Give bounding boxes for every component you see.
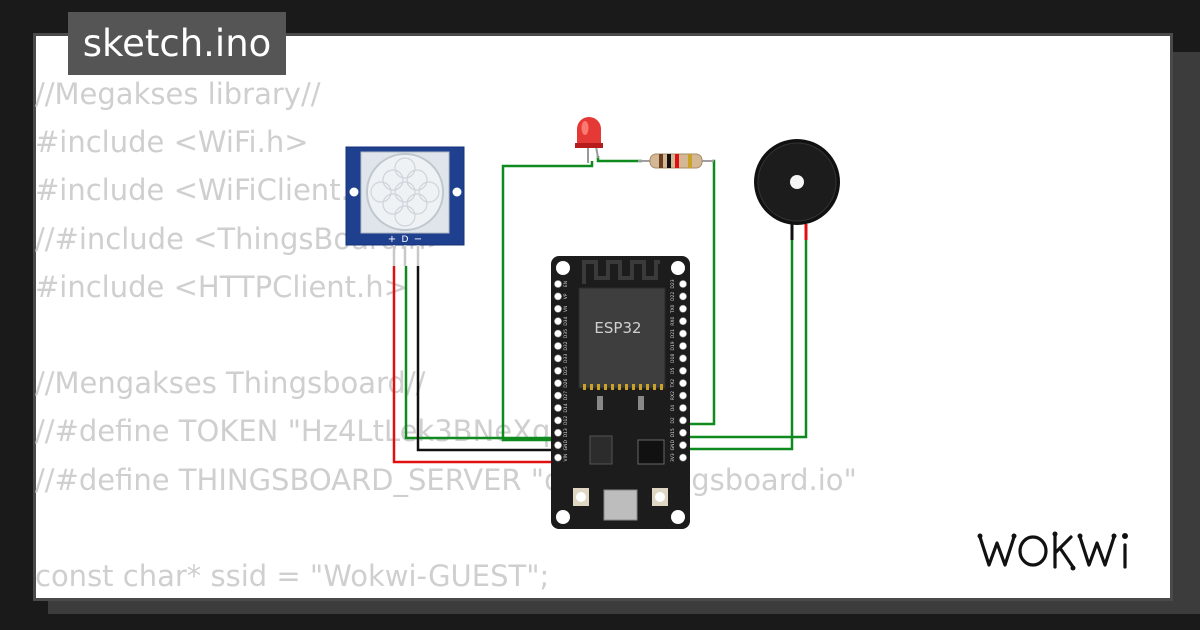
esp32-left-pin-label: D12	[563, 416, 569, 425]
esp32-right-pin-d5[interactable]	[679, 366, 687, 375]
esp32-left-pin-label: VN	[563, 306, 569, 312]
esp32-right-pin-label: D4	[670, 405, 676, 411]
esp32-left-pin-label: D26	[563, 378, 569, 387]
esp32-right-pin-label: D5	[670, 367, 676, 373]
esp32-right-pin-label: D18	[670, 354, 676, 363]
wire-led	[501, 161, 594, 442]
esp32-right-pin-label: TX0	[670, 304, 676, 314]
esp32-left-pin-label: VIN	[563, 454, 569, 462]
wire-buzzer-1	[684, 236, 808, 439]
pir-pin-gnd-label: −	[414, 234, 422, 245]
esp32-left-pin-label: D35	[563, 329, 569, 338]
esp32-right-pin-d2[interactable]	[679, 416, 687, 425]
esp32-right-pin-label: GND	[670, 440, 676, 451]
esp32-chip-label: ESP32	[594, 319, 641, 337]
esp32-left-pin-d32[interactable]	[554, 342, 562, 350]
esp32-right-pin-d19[interactable]	[679, 342, 687, 350]
code-line: const char* ssid = "Wokwi-GUEST";	[35, 558, 550, 593]
pir-pin-data-label: D	[402, 235, 409, 245]
esp32-right-pin-label: RX2	[670, 391, 676, 400]
esp32-right-pin-label: D19	[670, 341, 676, 350]
esp32-right-pin-label: D15	[670, 428, 676, 437]
esp32-left-pin-d13[interactable]	[554, 428, 562, 437]
esp32-left-pin-d35[interactable]	[554, 329, 562, 338]
esp32-right-pin-label: D2	[670, 417, 676, 423]
esp32-right-pin-label: D21	[670, 329, 676, 338]
esp32-right-pin-label: 3V3	[670, 453, 676, 462]
esp32-right-pin-d15[interactable]	[679, 428, 687, 437]
esp32-left-pin-label: D25	[563, 366, 569, 375]
esp32-right-pin-label: RX0	[670, 317, 676, 326]
code-line: #include <HTTPClient.h>	[35, 269, 408, 304]
code-line: //Megakses library//	[35, 77, 321, 111]
buzzer[interactable]	[754, 139, 840, 240]
esp32-left-pin-label: D34	[563, 316, 569, 325]
wokwi-logo	[977, 531, 1128, 571]
esp32-right-pin-d22[interactable]	[679, 292, 687, 301]
esp32-right-pin-3v3[interactable]	[679, 453, 687, 462]
esp32-left-pin-label: EN	[563, 281, 569, 287]
wire-led-resistor	[596, 156, 642, 163]
esp32-right-pin-rx0[interactable]	[679, 317, 687, 326]
esp32-left-pin-label: D32	[563, 341, 569, 350]
esp32-right-pin-label: TX2	[670, 379, 676, 389]
esp32-left-pin-gnd[interactable]	[554, 441, 562, 450]
esp32-left-pin-d34[interactable]	[554, 317, 562, 326]
esp32-board[interactable]: ESP32 ENVPVND34D35D32D33D25D26D27D14D12D…	[551, 256, 690, 529]
wire-pir-gnd	[416, 266, 556, 452]
esp32-right-pin-d23[interactable]	[679, 280, 687, 288]
esp32-right-pin-label: D23	[670, 279, 676, 288]
esp32-left-pin-vin[interactable]	[554, 453, 562, 462]
esp32-right-pin-rx2[interactable]	[679, 391, 687, 400]
esp32-right-pin-d18[interactable]	[679, 354, 687, 363]
esp32-left-pin-d25[interactable]	[554, 366, 562, 375]
esp32-left-pin-d14[interactable]	[554, 404, 562, 412]
esp32-left-pin-d26[interactable]	[554, 379, 562, 388]
esp32-left-pin-d33[interactable]	[554, 354, 562, 363]
esp32-left-pin-vp[interactable]	[554, 292, 562, 301]
esp32-left-pin-label: VP	[563, 293, 569, 299]
esp32-right-pin-tx2[interactable]	[679, 379, 687, 388]
esp32-right-pin-d4[interactable]	[679, 404, 687, 412]
code-line: #include <WiFi.h>	[35, 125, 309, 160]
esp32-left-pin-label: GND	[563, 440, 569, 451]
code-line: //Mengakses Thingsboard//	[35, 366, 426, 401]
esp32-left-pin-label: D14	[563, 403, 569, 412]
wire-pir-data	[404, 266, 556, 440]
esp32-left-pin-label: D27	[563, 391, 569, 400]
sketch-title[interactable]: sketch.ino	[68, 12, 286, 75]
esp32-right-pin-label: D22	[670, 292, 676, 301]
esp32-left-pin-d27[interactable]	[554, 391, 562, 400]
code-line: //#define THINGSBOARD_SERVER "demo.thing…	[35, 462, 857, 497]
pir-pin-vcc-label: +	[388, 234, 396, 245]
esp32-right-pin-gnd[interactable]	[679, 441, 687, 450]
esp32-left-pin-en[interactable]	[554, 280, 562, 288]
esp32-left-pin-label: D33	[563, 354, 569, 363]
resistor[interactable]	[638, 153, 714, 169]
wire-pir-vcc	[392, 266, 556, 464]
red-led[interactable]	[575, 117, 603, 163]
esp32-left-pin-label: D13	[563, 428, 569, 437]
esp32-right-pin-tx0[interactable]	[679, 304, 687, 313]
wire-buzzer-2	[684, 236, 794, 451]
esp32-left-pin-vn[interactable]	[554, 304, 562, 313]
esp32-left-pin-d12[interactable]	[554, 416, 562, 425]
pir-sensor[interactable]: + D −	[345, 146, 465, 246]
esp32-right-pin-d21[interactable]	[679, 329, 687, 338]
